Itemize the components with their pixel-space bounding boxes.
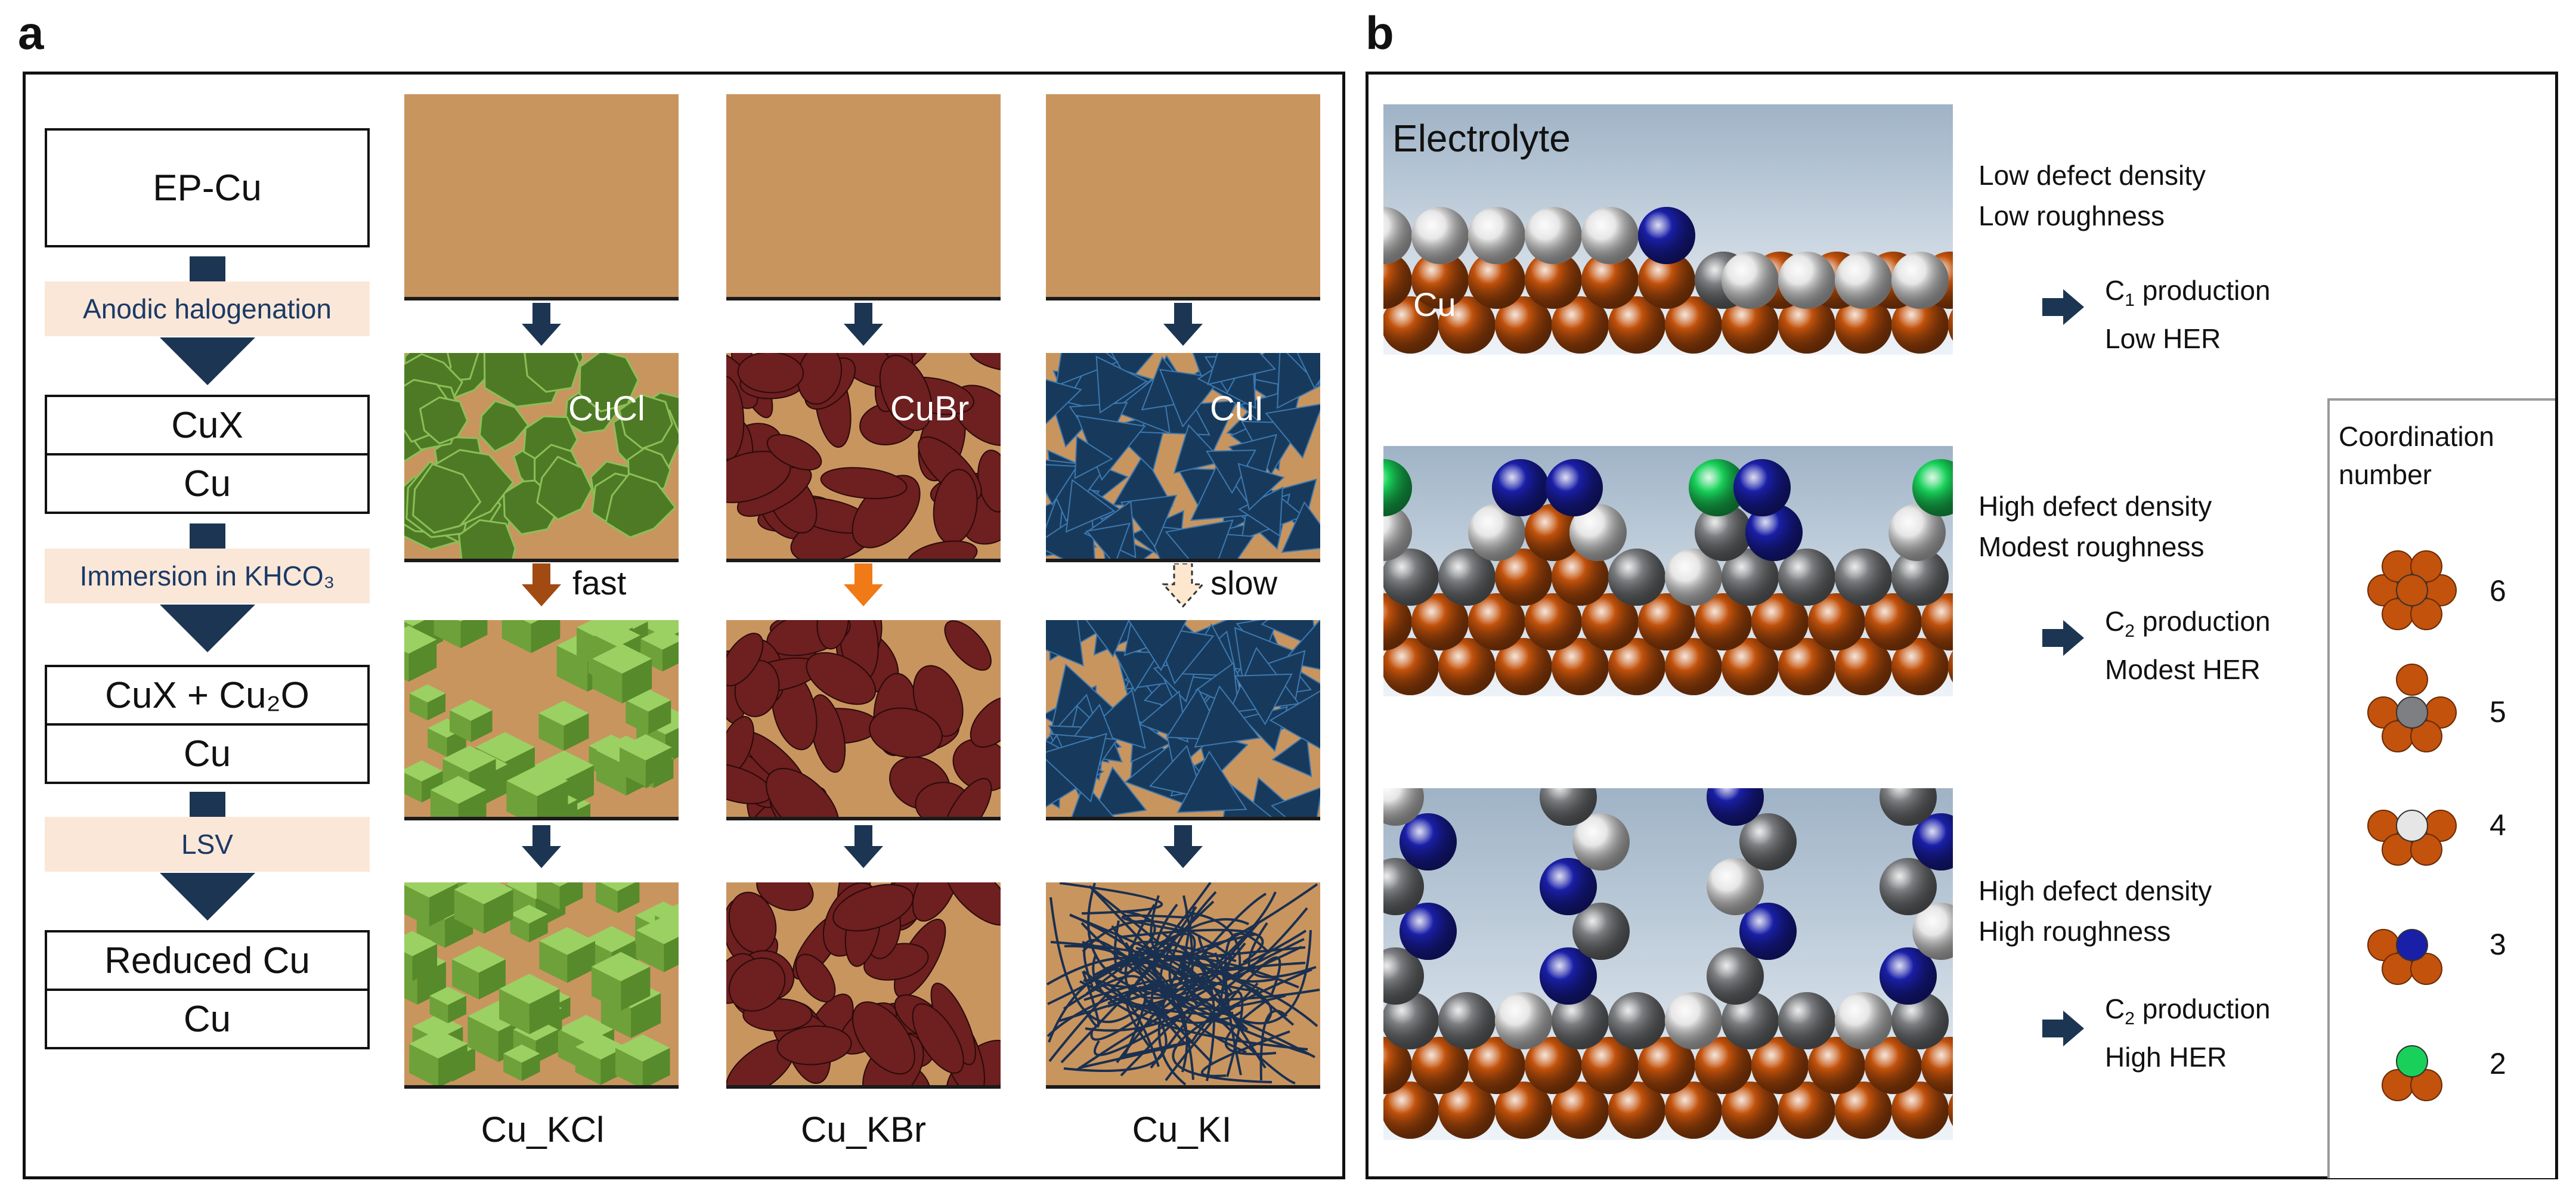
- step-anodic-halogenation: Anodic halogenation: [45, 281, 370, 336]
- panel-a-letter: a: [18, 7, 44, 59]
- row2-arrow-icon: [2042, 620, 2084, 656]
- halide-label-cui: CuI: [1210, 389, 1264, 428]
- down-arrow-cui-3: [1163, 825, 1203, 868]
- row3-arrow-icon: [2042, 1011, 2084, 1046]
- electrolyte-label: Electrolyte: [1392, 117, 1571, 160]
- tile-cucl-stage-4: [404, 882, 679, 1085]
- legend-title: Coordination number: [2339, 421, 2494, 490]
- tile-cubr-stage-2: [726, 353, 1001, 559]
- substrate-line-cucl-4: [404, 1085, 679, 1089]
- halide-label-cubr: CuBr: [890, 389, 970, 428]
- tile-cucl-stage-1: [404, 94, 679, 297]
- sample-label-kbr: Cu_KBr: [800, 1110, 927, 1150]
- row1-products: C1 production Low HER: [2105, 271, 2271, 358]
- cn-label-4: 4: [2490, 808, 2506, 842]
- halide-label-cucl: CuCl: [568, 389, 645, 428]
- tile-cucl-stage-2: [404, 353, 679, 559]
- panel-b-frame: [1366, 72, 2558, 1179]
- surface-model-3: [1383, 788, 1953, 1140]
- coordination-legend: [2327, 398, 2555, 1178]
- ep-cu-box: EP-Cu: [45, 128, 370, 247]
- panel-b-letter: b: [1366, 7, 1394, 59]
- substrate-line-cubr-3: [726, 817, 1001, 820]
- tile-cubr-stage-4: [726, 882, 1001, 1085]
- flow-connector-3: [190, 792, 225, 817]
- substrate-line-cui-2: [1046, 559, 1320, 562]
- tile-cubr-stage-3: [726, 620, 1001, 817]
- cux-box: CuX: [45, 395, 370, 456]
- panel-a-frame: [23, 72, 1345, 1179]
- down-arrow-cubr-mid: [844, 563, 883, 606]
- row2-desc-line2: Modest roughness: [1979, 531, 2205, 562]
- substrate-line-cui-4: [1046, 1085, 1320, 1089]
- row2-desc-line1: High defect density: [1979, 491, 2212, 522]
- surface-model-2: [1383, 446, 1953, 696]
- cn-label-5: 5: [2490, 695, 2506, 729]
- substrate-line-cui-1: [1046, 297, 1320, 300]
- reduced-cu-box: Reduced Cu: [45, 930, 370, 991]
- flow-arrow-2: [160, 605, 255, 652]
- row1-desc-line1: Low defect density: [1979, 160, 2206, 191]
- cn-label-3: 3: [2490, 928, 2506, 961]
- tile-cui-stage-4: [1046, 882, 1320, 1085]
- row1-her: Low HER: [2105, 323, 2221, 355]
- cn-label-6: 6: [2490, 574, 2506, 608]
- tile-cucl-stage-3: [404, 620, 679, 817]
- tile-cui-stage-3: [1046, 620, 1320, 817]
- cluster-cn5: [2367, 664, 2457, 752]
- cluster-cn2: [2382, 1045, 2442, 1101]
- substrate-line-cucl-3: [404, 817, 679, 820]
- down-arrow-cubr-3: [844, 825, 883, 868]
- cn-label-2: 2: [2490, 1047, 2506, 1080]
- cluster-cn6: [2367, 550, 2457, 630]
- cluster-cn3: [2367, 929, 2442, 985]
- substrate-line-cucl-1: [404, 297, 679, 300]
- row3-her: High HER: [2105, 1042, 2227, 1073]
- down-arrow-cucl-1: [522, 303, 561, 346]
- flow-arrow-3: [160, 873, 255, 921]
- substrate-line-cubr-4: [726, 1085, 1001, 1089]
- cu-label: Cu: [1413, 286, 1456, 323]
- reduced-cu-cu-box: Cu: [45, 989, 370, 1049]
- cux-cu2o-cu-box: Cu: [45, 723, 370, 784]
- step-lsv: LSV: [45, 817, 370, 872]
- tile-cubr-stage-1: [726, 94, 1001, 297]
- cux-cu-box: Cu: [45, 453, 370, 514]
- row3-products: C2 production High HER: [2105, 990, 2271, 1076]
- substrate-line-cucl-2: [404, 559, 679, 562]
- rate-label-cui: slow: [1210, 564, 1278, 602]
- tile-cui-stage-1: [1046, 94, 1320, 297]
- row3-description: High defect density High roughness: [1979, 870, 2212, 952]
- row1-arrow-icon: [2042, 289, 2084, 325]
- row3-desc-line1: High defect density: [1979, 875, 2212, 906]
- row3-desc-line2: High roughness: [1979, 916, 2171, 947]
- down-arrow-cui-slow: [1162, 563, 1204, 608]
- step-immersion: Immersion in KHCO₃: [45, 549, 370, 603]
- tile-cui-stage-2: [1046, 353, 1320, 559]
- substrate-line-cui-3: [1046, 817, 1320, 820]
- row2-products: C2 production Modest HER: [2105, 602, 2271, 689]
- rate-label-cucl: fast: [572, 564, 627, 602]
- flow-connector-1: [190, 256, 225, 281]
- surface-model-1: [1383, 104, 1953, 355]
- cluster-cn4: [2367, 810, 2457, 866]
- cux-cu2o-box: CuX + Cu₂O: [45, 665, 370, 726]
- substrate-line-cubr-1: [726, 297, 1001, 300]
- substrate-line-cubr-2: [726, 559, 1001, 562]
- row2-description: High defect density Modest roughness: [1979, 486, 2212, 567]
- sample-label-kcl: Cu_KCl: [481, 1110, 605, 1150]
- row1-description: Low defect density Low roughness: [1979, 155, 2206, 236]
- row1-desc-line2: Low roughness: [1979, 200, 2165, 231]
- sample-label-ki: Cu_KI: [1132, 1110, 1232, 1150]
- down-arrow-cucl-fast: [522, 563, 561, 606]
- row2-her: Modest HER: [2105, 654, 2261, 686]
- down-arrow-cui-1: [1163, 303, 1203, 346]
- flow-arrow-1: [160, 337, 255, 385]
- down-arrow-cucl-3: [522, 825, 561, 868]
- flow-connector-2: [190, 523, 225, 549]
- down-arrow-cubr-1: [844, 303, 883, 346]
